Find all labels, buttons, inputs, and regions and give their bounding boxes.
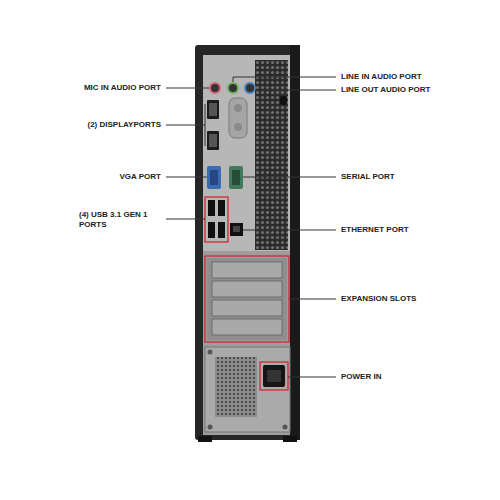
callout-label: EXPANSION SLOTS [340,294,417,304]
ethernet-port [233,226,240,232]
knockout [234,123,242,131]
rear-panel [203,55,290,435]
io-plate [203,55,290,251]
leader-line [289,299,336,300]
serial-port [232,170,240,185]
screw [283,425,288,430]
vga-port [210,170,218,185]
line-out-jack [245,83,255,93]
bracket [205,104,206,146]
displayport [209,134,217,147]
usb-port [208,200,215,216]
psu [205,347,290,432]
callout-label: MIC IN AUDIO PORT [83,83,162,93]
ethernet-port [230,223,243,236]
foot [283,436,297,442]
knockout [234,104,242,112]
slot-cover [212,281,282,297]
highlight-box [260,362,288,390]
displayport [207,131,219,150]
vent [255,60,288,250]
callout-label: (2) DISPLAYPORTS [87,120,163,130]
foot [198,436,212,442]
leader-line [288,377,336,378]
psu-grille [215,357,257,417]
callout-label: VGA PORT [119,172,162,182]
callout-label: SERIAL PORT [340,172,396,182]
knockout [229,98,247,138]
callout-label: ETHERNET PORT [340,225,410,235]
serial-port [229,166,243,189]
callout-label: (4) USB 3.1 GEN 1 PORTS [78,210,162,230]
leader-line [256,90,336,91]
slot-cover [212,319,282,335]
slot-cover [212,300,282,316]
line-in-jack [228,83,238,93]
vga-port [207,166,221,189]
highlight-box [205,197,228,242]
usb-port [218,200,225,216]
screw [208,425,213,430]
screw [208,350,213,355]
lock-slot [280,96,287,105]
front-bezel [290,45,300,440]
power-socket [267,370,281,382]
callout-label: POWER IN [340,372,382,382]
power-socket [263,365,285,387]
leader-line [166,125,205,126]
callout-label: LINE OUT AUDIO PORT [340,85,431,95]
chassis [195,45,300,440]
leader-line [166,219,205,220]
leader-line [243,230,336,231]
leader-line [243,177,336,178]
usb-port [208,222,215,238]
highlight-box [205,256,289,342]
leader-line [166,177,207,178]
leader-line [233,77,336,82]
leader-line [166,88,209,89]
mic-jack [210,83,220,93]
slot-cover [212,262,282,278]
displayport [207,100,219,119]
callout-label: LINE IN AUDIO PORT [340,72,423,82]
displayport [209,103,217,116]
expansion-area [207,258,287,340]
usb-port [218,222,225,238]
